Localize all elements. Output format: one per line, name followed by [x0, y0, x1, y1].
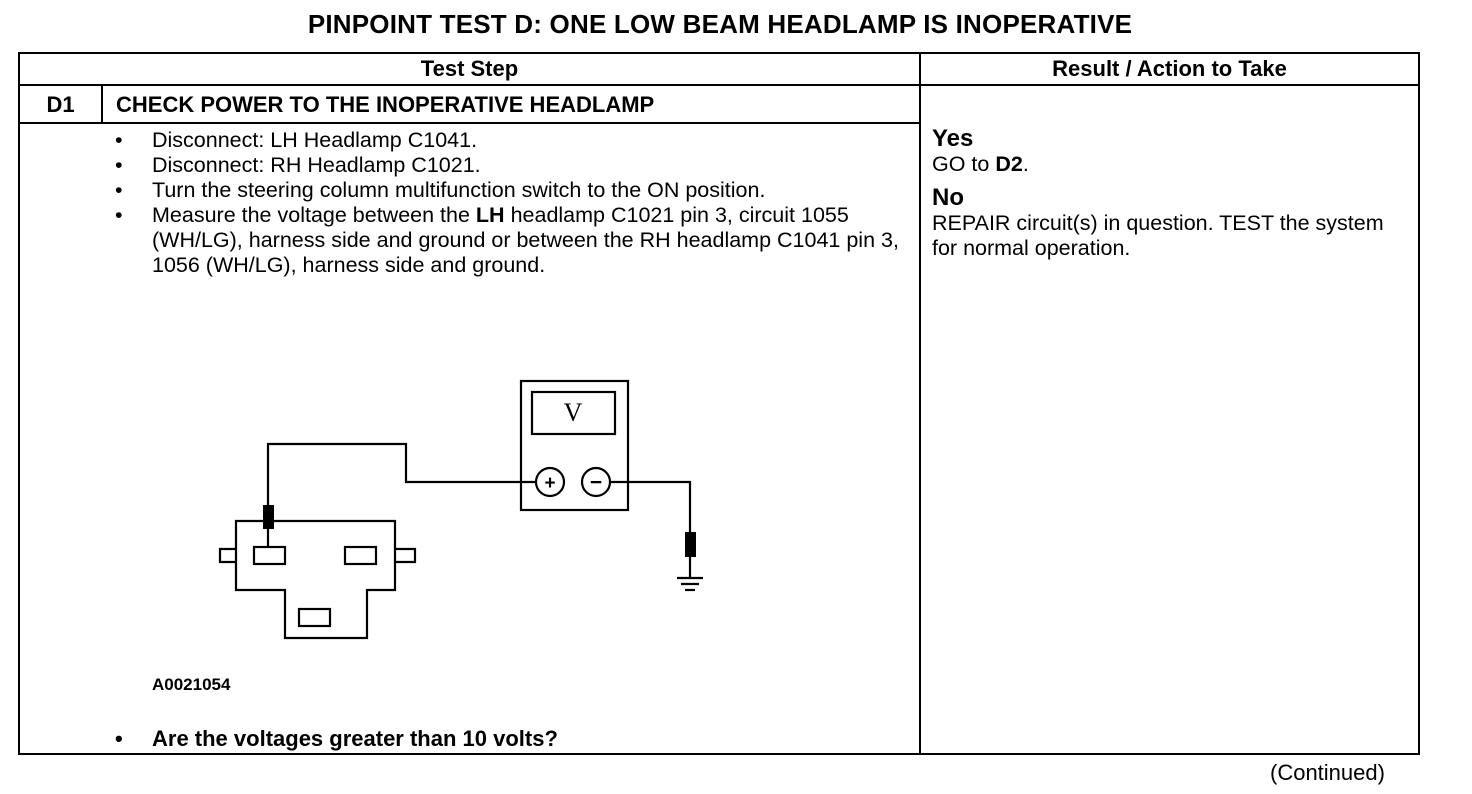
connector-left-tab — [218, 547, 236, 564]
connector-pin-cavity — [297, 607, 332, 628]
continued-note: (Continued) — [1270, 760, 1385, 785]
step-title: CHECK POWER TO THE INOPERATIVE HEADLAMP — [116, 92, 655, 117]
result-yes-pre: GO to — [932, 152, 996, 176]
figure-id: A0021054 — [152, 675, 231, 694]
result-no-action: REPAIR circuit(s) in question. TEST the … — [932, 211, 1384, 260]
positive-probe-tip — [263, 505, 274, 529]
step-id-divider — [101, 86, 103, 123]
result-yes-target: D2 — [995, 152, 1023, 176]
meter-label: V — [564, 398, 583, 427]
result-yes-action: GO to D2. — [932, 152, 1402, 177]
result-no-label: No — [932, 184, 964, 211]
step-id: D1 — [46, 92, 75, 117]
instruction-item: Disconnect: LH Headlamp C1041. — [112, 128, 902, 153]
result-yes-post: . — [1022, 152, 1029, 176]
instruction-item-measure: Measure the voltage between the LH headl… — [112, 203, 902, 278]
result-yes-label: Yes — [932, 125, 974, 152]
negative-lead-wire — [610, 480, 692, 533]
column-header-test-step: Test Step — [420, 56, 519, 81]
voltmeter-display — [530, 390, 617, 436]
test-table — [18, 52, 1420, 755]
measure-text-pre: Measure the voltage between the — [152, 203, 476, 227]
result-column: Yes GO to D2. No REPAIR circuit(s) in qu… — [932, 126, 1402, 261]
step-title-divider — [18, 122, 921, 124]
measure-text-post: headlamp C1021 pin 3, circuit 1055 (WH/L… — [152, 203, 899, 277]
connector-pin-cavity — [343, 545, 378, 566]
positive-lead-wire — [266, 442, 536, 506]
headlamp-connector — [234, 519, 397, 640]
minus-label: − — [590, 471, 602, 494]
step-question: Are the voltages greater than 10 volts? — [112, 726, 558, 752]
measure-text-bold: LH — [475, 203, 505, 227]
column-header-result: Result / Action to Take — [1052, 56, 1287, 81]
instruction-item: Disconnect: RH Headlamp C1021. — [112, 153, 902, 178]
page-title: PINPOINT TEST D: ONE LOW BEAM HEADLAMP I… — [307, 9, 1133, 39]
column-divider — [919, 52, 921, 755]
header-divider — [18, 84, 1420, 86]
connector-pin-3 — [252, 545, 287, 566]
connector-right-tab — [395, 547, 417, 564]
plus-label: + — [544, 473, 555, 494]
ground-probe-tip — [685, 532, 696, 557]
instruction-list: Disconnect: LH Headlamp C1041. Disconnec… — [112, 128, 902, 278]
instruction-item: Turn the steering column multifunction s… — [112, 178, 902, 203]
